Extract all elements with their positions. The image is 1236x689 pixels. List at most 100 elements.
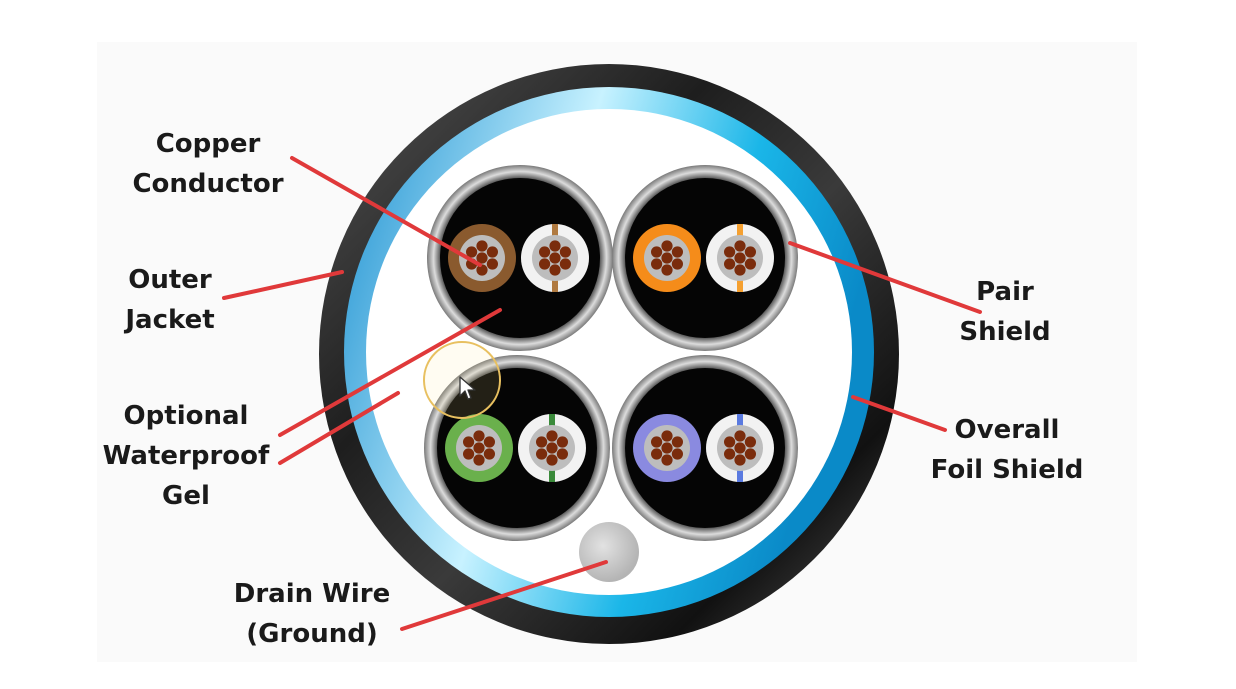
copper-strand — [539, 258, 551, 270]
copper-strand — [556, 448, 569, 460]
copper-strand — [671, 246, 684, 258]
striped-wire — [706, 224, 774, 292]
overall-foil-shield-label-line1: Overall — [954, 415, 1060, 445]
copper-strand — [661, 264, 673, 276]
copper-strand — [661, 252, 673, 264]
pair-shield-label-line1: Pair — [976, 277, 1034, 307]
copper-strand — [549, 264, 561, 276]
copper-strand — [724, 246, 736, 258]
striped-wire — [706, 414, 774, 482]
drain-wire-label: Drain Wire (Ground) — [222, 574, 402, 654]
gel-leader-b — [278, 391, 400, 465]
copper-strand — [536, 436, 548, 448]
copper-strand — [661, 240, 673, 252]
copper-strand — [559, 246, 572, 258]
outer-jacket-label-line2: Jacket — [125, 305, 215, 335]
outer-jacket-label-line1: Outer — [128, 265, 212, 295]
copper-strand — [549, 240, 561, 252]
copper-strand — [744, 246, 757, 258]
solid-wire — [633, 224, 701, 292]
copper-strand — [661, 442, 673, 454]
copper-strand — [473, 442, 485, 454]
green-pair — [424, 355, 610, 541]
copper-strand — [661, 430, 673, 442]
copper-strand — [724, 436, 736, 448]
copper-strand — [734, 430, 746, 442]
copper-strand — [539, 246, 551, 258]
pair-interior — [625, 178, 785, 338]
pair-shield-label: Pair Shield — [940, 272, 1070, 352]
solid-wire — [445, 414, 513, 482]
pair-interior — [625, 368, 785, 528]
overall-foil-shield-label-line2: Foil Shield — [930, 455, 1084, 485]
copper-strand — [671, 436, 684, 448]
copper-strand — [483, 436, 495, 448]
copper-strand — [651, 436, 663, 448]
drain-wire-leader — [400, 560, 608, 631]
copper-strand — [724, 258, 736, 270]
copper-strand — [473, 454, 485, 466]
pair-interior — [440, 178, 600, 338]
copper-strand — [463, 448, 475, 460]
copper-strand — [466, 246, 478, 258]
copper-strand — [559, 258, 572, 270]
copper-strand — [556, 436, 569, 448]
drain-wire — [579, 522, 639, 582]
striped-wire — [518, 414, 586, 482]
copper-conductor-label-line1: Copper — [155, 129, 261, 159]
drain-wire-label-line2: (Ground) — [246, 619, 378, 649]
mouse-pointer-icon — [459, 376, 476, 400]
copper-strand — [546, 454, 558, 466]
blue-pair — [612, 355, 798, 541]
copper-strand — [671, 258, 684, 270]
waterproof-gel-label-line2: Waterproof — [102, 441, 270, 471]
gel-leader-a — [278, 308, 502, 437]
copper-strand — [486, 246, 498, 258]
copper-strand — [546, 430, 558, 442]
copper-strand — [671, 448, 684, 460]
copper-strand — [734, 264, 746, 276]
pair-shield-label-line2: Shield — [959, 317, 1051, 347]
copper-strand — [734, 252, 746, 264]
leader-lines — [222, 156, 982, 631]
copper-strand — [661, 454, 673, 466]
copper-strand — [486, 258, 498, 270]
copper-strand — [476, 264, 488, 276]
brown-pair — [427, 165, 613, 351]
waterproof-gel-label-line3: Gel — [162, 481, 210, 511]
pair-interior — [437, 368, 597, 528]
copper-strand — [734, 454, 746, 466]
copper-strand — [734, 240, 746, 252]
copper-strand — [476, 252, 488, 264]
copper-strand — [476, 240, 488, 252]
copper-conductor-label-line2: Conductor — [132, 169, 284, 199]
overall-foil-shield-label: Overall Foil Shield — [922, 410, 1092, 490]
overall-foil-shield-leader — [851, 395, 947, 432]
copper-strand — [734, 442, 746, 454]
copper-strand — [473, 430, 485, 442]
solid-wire — [448, 224, 516, 292]
cable-body — [97, 42, 1137, 662]
striped-wire — [521, 224, 589, 292]
outer-jacket-label: Outer Jacket — [100, 260, 240, 340]
copper-strand — [724, 448, 736, 460]
copper-strand — [744, 448, 757, 460]
copper-strand — [463, 436, 475, 448]
copper-conductor-label: Copper Conductor — [128, 124, 288, 204]
copper-strand — [651, 246, 663, 258]
copper-strand — [651, 448, 663, 460]
copper-strand — [483, 448, 495, 460]
copper-strand — [536, 448, 548, 460]
copper-strand — [546, 442, 558, 454]
orange-pair — [612, 165, 798, 351]
solid-wire — [633, 414, 701, 482]
waterproof-gel-label-line1: Optional — [123, 401, 249, 431]
copper-strand — [744, 436, 757, 448]
copper-conductor-leader — [290, 156, 482, 267]
outer-jacket-leader — [222, 270, 344, 300]
waterproof-gel-label: Optional Waterproof Gel — [96, 396, 276, 516]
drain-wire-label-line1: Drain Wire — [233, 579, 391, 609]
copper-strand — [651, 258, 663, 270]
